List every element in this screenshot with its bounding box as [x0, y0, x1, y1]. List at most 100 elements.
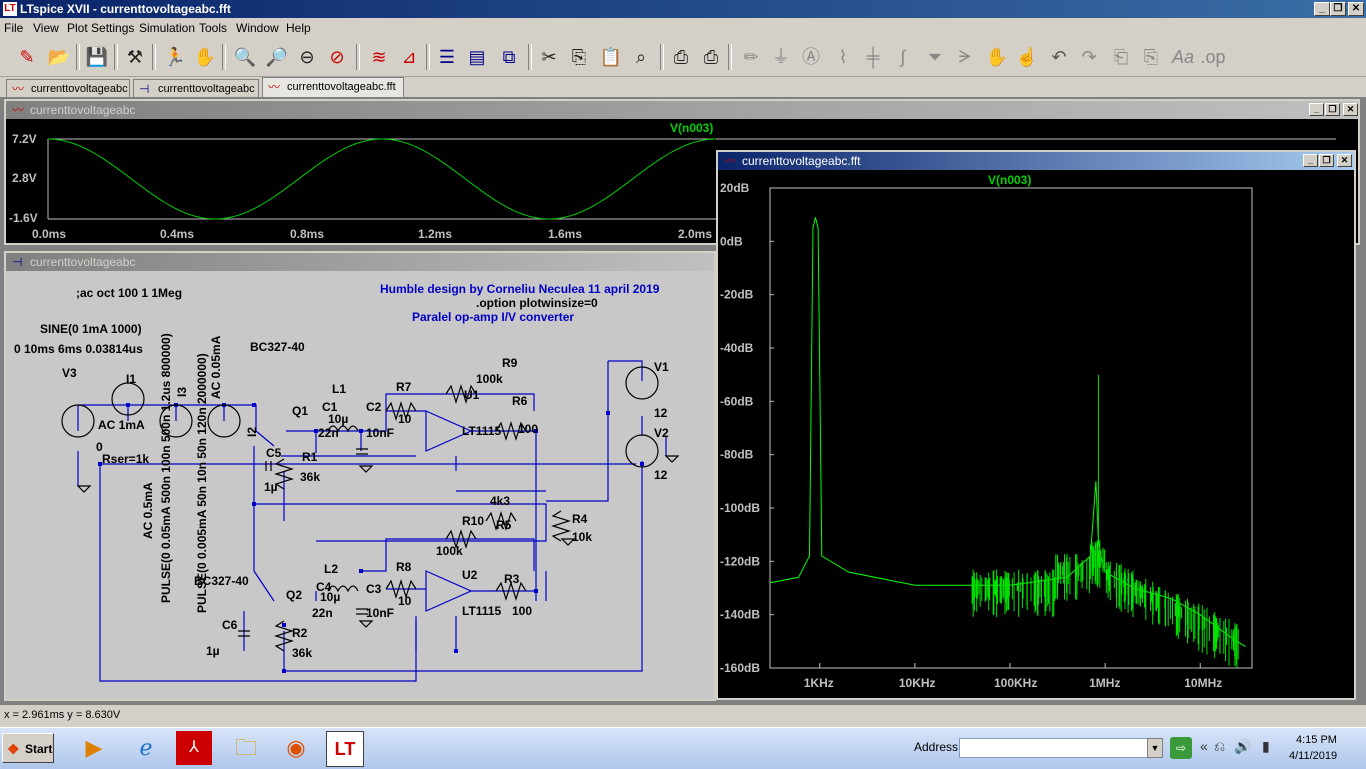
menu-file[interactable]: File: [4, 21, 24, 35]
copy-icon[interactable]: ⎘: [571, 47, 587, 67]
r5-icon: [485, 510, 517, 532]
tab-fft[interactable]: 〰 currenttovoltageabc.fft: [262, 77, 404, 97]
open-icon[interactable]: 📂: [47, 47, 71, 67]
diode-icon[interactable]: ⏷: [927, 47, 943, 67]
text-icon[interactable]: Aa: [1171, 47, 1195, 67]
find-icon[interactable]: ⌕: [635, 47, 647, 67]
menu-view[interactable]: View: [33, 21, 59, 35]
tray-chevron-icon[interactable]: «: [1200, 738, 1208, 754]
menu-plot-settings[interactable]: Plot Settings: [67, 21, 135, 35]
new-schematic-icon[interactable]: ✎: [19, 47, 35, 67]
address-input[interactable]: [959, 738, 1153, 758]
cut-icon[interactable]: ✂: [541, 47, 557, 67]
tab-schematic[interactable]: ⊣ currenttovoltageabc: [133, 79, 259, 97]
zoom-full-icon[interactable]: ⊖: [299, 47, 315, 67]
minimize-button[interactable]: _: [1309, 103, 1324, 116]
u2-value: LT1115: [462, 604, 501, 618]
trace-label: V(n003): [670, 121, 713, 135]
tab-waveform[interactable]: 〰 currenttovoltageabc: [6, 79, 130, 97]
r10-icon: [445, 528, 477, 550]
spice-directive-icon[interactable]: .op: [1200, 47, 1226, 67]
zoom-cancel-icon[interactable]: ⊘: [329, 47, 345, 67]
close-button[interactable]: ✕: [1337, 154, 1352, 167]
mirror-icon[interactable]: ⎘: [1143, 47, 1159, 67]
halt-icon[interactable]: ✋: [193, 47, 217, 67]
r10-label: R10: [462, 514, 484, 528]
time-plot-svg: V(n003) 7.2V 2.8V -1.6V 0.0ms 0.4ms 0.8m…: [9, 121, 1336, 241]
plot-frame: [769, 187, 1253, 669]
paste-icon[interactable]: 📋: [599, 47, 623, 67]
menu-help[interactable]: Help: [286, 21, 311, 35]
drag-icon[interactable]: ☝: [1015, 47, 1039, 67]
autorange-icon[interactable]: ≋: [371, 47, 387, 67]
redo-icon[interactable]: ↷: [1081, 47, 1097, 67]
schematic-pane[interactable]: ;ac oct 100 1 1Meg Humble design by Corn…: [6, 271, 714, 699]
print-icon[interactable]: ⎙: [673, 47, 689, 67]
y-tick-label: -100dB: [720, 501, 760, 515]
wire-icon[interactable]: ✏: [743, 47, 759, 67]
zoom-out-icon[interactable]: 🔎: [265, 47, 289, 67]
go-button-icon[interactable]: ⇨: [1170, 737, 1192, 759]
fft-plot-svg: V(n003) 20dB0dB-20dB-40dB-60dB-80dB-100d…: [720, 173, 1253, 690]
control-panel-icon[interactable]: ⚒: [126, 47, 144, 67]
firefox-icon[interactable]: ◉: [286, 735, 306, 760]
start-button[interactable]: ❖ Start: [2, 733, 54, 763]
menu-window[interactable]: Window: [236, 21, 279, 35]
c1-value: 10µ: [328, 412, 348, 426]
tab-bar: 〰 currenttovoltageabc ⊣ currenttovoltage…: [0, 77, 1366, 97]
r3-label: R3: [504, 572, 520, 586]
fft-plot-title: currenttovoltageabc.fft: [742, 154, 861, 168]
component-icon[interactable]: ᗒ: [958, 47, 972, 67]
label-icon[interactable]: Ⓐ: [802, 47, 820, 67]
i1-source-icon: [111, 382, 145, 416]
toolbar: ✎ 📂 💾 ⚒ 🏃 ✋ 🔍 🔎 ⊖ ⊘ ≋ ⊿ ☰ ▤ ⧉ ✂ ⎘ 📋 ⌕ ⎙ …: [0, 38, 1366, 77]
close-button[interactable]: ✕: [1343, 103, 1358, 116]
c5-icon: [265, 461, 272, 471]
address-dropdown-icon[interactable]: ▼: [1147, 738, 1163, 758]
minimize-button[interactable]: _: [1314, 2, 1330, 16]
resistor-icon[interactable]: ⌇: [838, 47, 848, 67]
ltspice-taskbar-icon[interactable]: LT: [326, 731, 364, 767]
waveform-icon: 〰: [12, 103, 25, 117]
restore-button[interactable]: ❐: [1330, 2, 1346, 16]
menu-tools[interactable]: Tools: [199, 21, 228, 35]
save-icon[interactable]: 💾: [85, 47, 109, 67]
tile-horizontal-icon[interactable]: ☰: [438, 47, 456, 67]
capacitor-icon[interactable]: ╪: [866, 47, 880, 67]
trace-label: V(n003): [988, 173, 1031, 187]
bc327-label-q2: BC327-40: [194, 574, 249, 588]
zoom-in-icon[interactable]: 🔍: [233, 47, 257, 67]
ground-icon[interactable]: ⏚: [772, 47, 790, 67]
media-player-icon[interactable]: ▶: [85, 735, 103, 760]
close-button[interactable]: ✕: [1348, 2, 1364, 16]
add-trace-icon[interactable]: ⊿: [401, 47, 417, 67]
usb-icon[interactable]: ⎌: [1214, 738, 1226, 754]
waveform-icon: 〰: [12, 82, 25, 96]
inductor-icon[interactable]: ∫: [900, 47, 906, 67]
minimize-button[interactable]: _: [1303, 154, 1318, 167]
bc327-label-q1: BC327-40: [250, 340, 305, 354]
rotate-icon[interactable]: ⎗: [1113, 47, 1129, 67]
restore-button[interactable]: ❐: [1325, 103, 1340, 116]
cascade-icon[interactable]: ⧉: [502, 47, 516, 67]
r1-icon: [273, 458, 295, 490]
print-setup-icon[interactable]: ⎙: [703, 47, 719, 67]
r9-icon: [445, 383, 477, 405]
r5-label: R5: [496, 518, 512, 532]
volume-icon[interactable]: 🔊: [1234, 738, 1252, 754]
tile-vertical-icon[interactable]: ▤: [468, 47, 486, 67]
ground-node-label: 0: [96, 440, 103, 454]
run-icon[interactable]: 🏃: [163, 47, 187, 67]
signal-icon[interactable]: ▮: [1262, 738, 1270, 754]
acrobat-icon[interactable]: ⅄: [176, 731, 212, 765]
move-icon[interactable]: ✋: [985, 47, 1009, 67]
c3-icon: [356, 608, 368, 615]
internet-explorer-icon[interactable]: ℯ: [139, 735, 153, 760]
sine-spec: SINE(0 1mA 1000): [40, 322, 142, 336]
explorer-folder-icon[interactable]: 🗀: [234, 735, 257, 760]
undo-icon[interactable]: ↶: [1051, 47, 1067, 67]
y-tick-label: 20dB: [720, 181, 750, 195]
menu-simulation[interactable]: Simulation: [139, 21, 196, 35]
restore-button[interactable]: ❐: [1319, 154, 1334, 167]
